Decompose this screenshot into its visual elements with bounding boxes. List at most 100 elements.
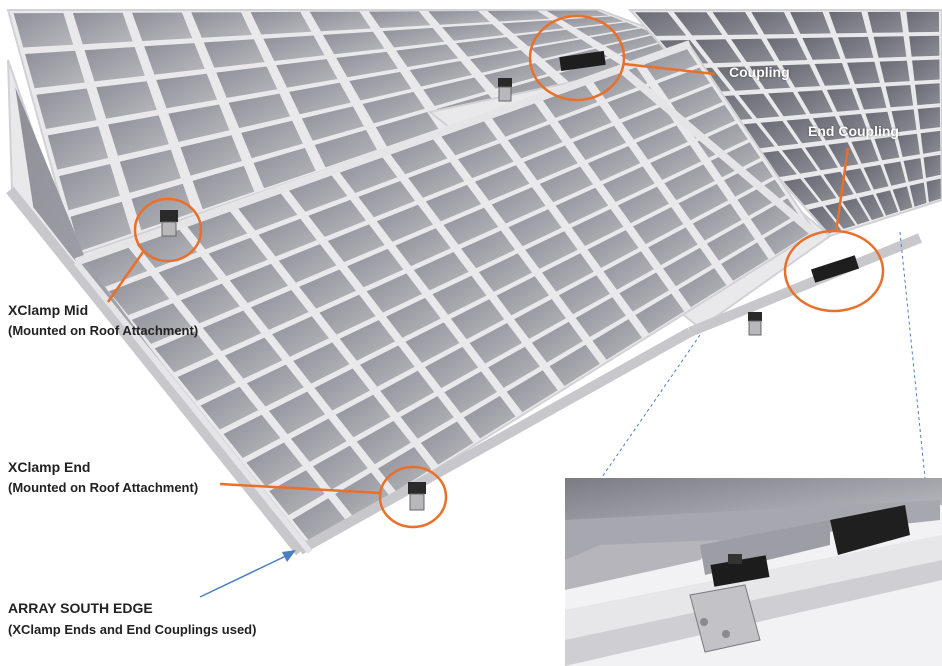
solar-cell xyxy=(542,253,594,292)
solar-cell xyxy=(158,256,219,296)
solar-cell xyxy=(289,82,351,115)
solar-cell xyxy=(362,91,425,124)
blue-arrow-icon xyxy=(199,550,296,598)
solar-cell xyxy=(892,186,913,212)
solar-cell xyxy=(487,10,550,22)
solar-cell xyxy=(712,12,759,35)
solar-cell xyxy=(572,125,627,160)
xclamp-end-callout-icon xyxy=(378,465,448,529)
solar-cell xyxy=(839,114,870,138)
solar-cell xyxy=(559,58,623,84)
solar-cell xyxy=(549,344,600,386)
solar-cell xyxy=(375,112,439,147)
solar-cell xyxy=(758,150,797,177)
solar-cell xyxy=(587,230,639,268)
solar-cell xyxy=(507,124,563,159)
solar-cell xyxy=(523,145,578,181)
solar-cell xyxy=(336,51,398,78)
solar-cell xyxy=(648,227,698,266)
south-edge-label: ARRAY SOUTH EDGE xyxy=(8,600,153,616)
solar-cell xyxy=(108,115,169,156)
solar-cell xyxy=(349,71,412,101)
solar-cell xyxy=(291,418,347,462)
solar-cell xyxy=(292,498,347,544)
solar-cell xyxy=(751,12,795,35)
solar-cell xyxy=(376,204,433,242)
solar-cell xyxy=(258,218,317,257)
solar-cell xyxy=(314,130,377,168)
solar-cell xyxy=(619,272,669,312)
solar-cell xyxy=(319,294,376,335)
solar-cell xyxy=(420,421,474,465)
solar-cell xyxy=(366,273,423,313)
south-edge-sublabel: (XClamp Ends and End Couplings used) xyxy=(8,622,257,637)
solar-cell xyxy=(865,111,893,135)
solar-cell xyxy=(177,359,236,401)
coupling-icon xyxy=(559,50,606,71)
solar-cell xyxy=(47,126,109,170)
solar-cell xyxy=(603,251,654,290)
solar-cell xyxy=(506,370,558,413)
coupling-label: Coupling xyxy=(729,64,790,80)
solar-cell xyxy=(635,12,687,36)
solar-cell xyxy=(644,48,698,81)
solar-cell xyxy=(224,337,283,379)
solar-cell xyxy=(327,224,385,263)
solar-cell xyxy=(737,179,786,216)
solar-cell xyxy=(456,37,519,57)
solar-cell xyxy=(360,345,415,387)
solar-cell xyxy=(390,139,448,175)
solar-cell xyxy=(478,253,533,292)
solar-cell xyxy=(531,321,583,363)
solar-cell xyxy=(826,88,860,112)
solar-cell xyxy=(470,50,533,73)
solar-cell xyxy=(557,105,612,139)
array-frame xyxy=(6,40,922,556)
solar-cell xyxy=(96,81,157,119)
solar-cell xyxy=(469,323,523,364)
solar-cell xyxy=(530,39,594,59)
solar-cell xyxy=(664,164,715,201)
solar-cell xyxy=(25,50,85,89)
solar-cell xyxy=(843,168,872,194)
solar-cell xyxy=(144,43,205,75)
solar-cell xyxy=(339,157,398,193)
end-coupling-callout-icon xyxy=(783,229,885,313)
solar-cell xyxy=(692,203,742,241)
solar-cell xyxy=(492,103,548,137)
solar-cell xyxy=(717,66,761,91)
solar-cell xyxy=(768,92,807,117)
solar-cell xyxy=(335,472,390,518)
solar-cell xyxy=(309,11,371,32)
solar-cell xyxy=(356,420,411,465)
solar-cell xyxy=(635,293,685,334)
solar-cell xyxy=(805,145,838,171)
solar-cell xyxy=(228,93,291,129)
end-coupling-detail-icon xyxy=(830,505,910,555)
solar-cell xyxy=(555,187,609,225)
solar-cell xyxy=(633,207,684,245)
solar-cell xyxy=(856,86,887,110)
solar-cell xyxy=(903,158,924,182)
solar-cell xyxy=(812,116,846,141)
solar-cell xyxy=(673,12,723,36)
xclamp-detail-icon xyxy=(710,555,770,587)
solar-cell xyxy=(650,145,702,180)
solar-cell xyxy=(131,183,193,231)
solar-cell xyxy=(587,146,641,181)
solar-cell xyxy=(738,93,780,119)
solar-cell xyxy=(783,178,819,206)
solar-cell xyxy=(442,24,505,41)
solar-cell xyxy=(180,283,240,324)
leader-lines xyxy=(106,62,850,495)
solar-cell xyxy=(458,143,514,179)
solar-cell xyxy=(491,187,546,224)
solar-cell xyxy=(721,242,769,281)
solar-cell xyxy=(154,331,214,373)
solar-cell xyxy=(246,364,304,407)
coupling-callout-icon xyxy=(528,14,626,102)
solar-cell xyxy=(909,182,927,207)
solar-cell xyxy=(241,120,303,159)
solar-cell xyxy=(558,275,610,315)
solar-cell xyxy=(539,166,593,203)
